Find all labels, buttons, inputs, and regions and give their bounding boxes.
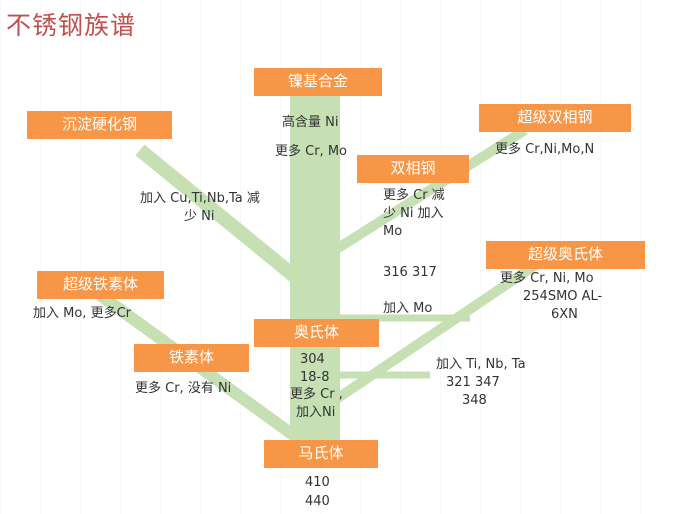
node-super-ferrite: 超级铁素体 xyxy=(37,271,164,299)
node-austenite: 奥氏体 xyxy=(254,319,379,347)
page-title: 不锈钢族谱 xyxy=(6,11,137,40)
label-grades-316: 316 317 xyxy=(383,265,437,280)
node-precipitation-steel: 沉淀硬化钢 xyxy=(27,111,172,139)
node-martensite: 马氏体 xyxy=(264,440,378,468)
label-more-cr-ni-mo-n: 更多 Cr,Ni,Mo,N xyxy=(495,142,595,157)
node-ferrite: 铁素体 xyxy=(134,344,249,372)
label-ferrite-more-cr: 更多 Cr, 没有 Ni xyxy=(135,381,232,396)
label-precip-line1: 加入 Cu,Ti,Nb,Ta 减 xyxy=(140,191,260,206)
label-add-ti-line3: 348 xyxy=(462,393,487,408)
label-more-cr-mo: 更多 Cr, Mo xyxy=(275,144,347,159)
label-super-aus-line1: 更多 Cr, Ni, Mo xyxy=(500,271,594,286)
label-add-ti-line2: 321 347 xyxy=(446,375,500,390)
label-add-ti-line1: 加入 Ti, Nb, Ta xyxy=(436,357,526,372)
label-duplex-line1: 更多 Cr 减 xyxy=(383,188,445,203)
branch-precipitation xyxy=(135,144,310,291)
label-more-cr-line2: 加入Ni xyxy=(296,405,336,420)
label-high-ni: 高含量 Ni xyxy=(282,115,339,130)
label-duplex-line3: Mo xyxy=(383,224,403,239)
label-mart-440: 440 xyxy=(305,494,330,509)
label-mart-410: 410 xyxy=(305,475,330,490)
node-super-duplex: 超级双相钢 xyxy=(479,104,631,132)
label-aus-18-8: 18-8 xyxy=(300,370,330,385)
label-aus-304: 304 xyxy=(300,352,325,367)
node-super-austenite: 超级奥氏体 xyxy=(486,241,645,269)
label-more-cr-line1: 更多 Cr , xyxy=(290,387,343,402)
label-precip-line2: 少 Ni xyxy=(184,209,215,224)
label-duplex-line2: 少 Ni 加入 xyxy=(383,206,444,221)
branch-super-duplex xyxy=(332,125,528,255)
node-duplex: 双相钢 xyxy=(357,155,469,183)
label-super-ferrite-add: 加入 Mo, 更多Cr xyxy=(33,306,131,321)
label-super-aus-line3: 6XN xyxy=(551,307,578,322)
label-super-aus-line2: 254SMO AL- xyxy=(523,289,603,304)
node-nickel-alloy: 镍基合金 xyxy=(254,68,382,96)
label-add-mo: 加入 Mo xyxy=(383,301,433,316)
